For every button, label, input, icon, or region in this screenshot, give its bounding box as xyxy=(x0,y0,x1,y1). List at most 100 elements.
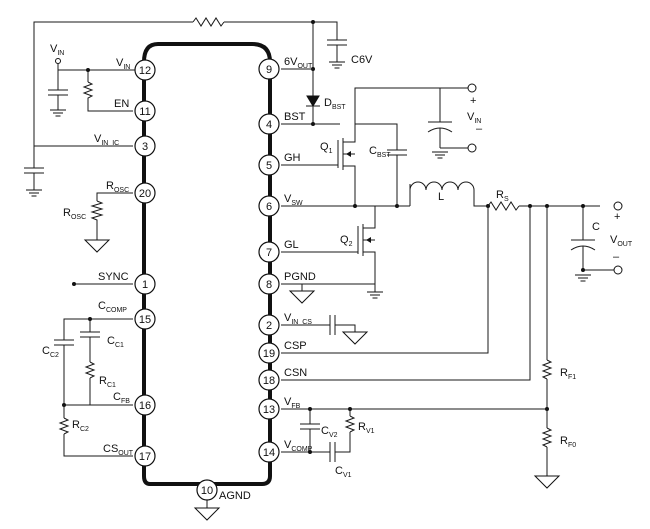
svg-text:15: 15 xyxy=(139,314,151,326)
vin-cs-filter xyxy=(281,315,369,345)
svg-text:VOUT: VOUT xyxy=(610,234,633,248)
switch-node-wiring xyxy=(281,184,411,208)
current-sense-wiring xyxy=(281,206,531,381)
svg-text:11: 11 xyxy=(139,106,150,118)
svg-text:7: 7 xyxy=(266,247,272,259)
svg-text:CCOMP: CCOMP xyxy=(98,300,127,314)
output-capacitor: C xyxy=(570,204,614,282)
rc1-label: RC1 xyxy=(99,375,116,389)
pin-15-ccomp: 15 CCOMP xyxy=(98,300,156,330)
svg-text:VIN: VIN xyxy=(50,43,64,57)
q2-low-side-mosfet: Q2 xyxy=(281,206,376,284)
svg-text:–: – xyxy=(476,123,483,135)
vin-supply-terminal: VIN xyxy=(50,43,64,64)
sync-input-wiring xyxy=(72,282,133,286)
svg-text:12: 12 xyxy=(139,65,151,77)
pin-1-sync: 1 SYNC xyxy=(98,271,156,295)
svg-text:20: 20 xyxy=(139,188,151,200)
agnd-wiring xyxy=(193,500,221,521)
pin-17-csout: 17 CSOUT xyxy=(103,443,156,467)
vin-decoupling-capacitor xyxy=(48,89,68,117)
pin-18-csn: 18 CSN xyxy=(258,367,307,391)
svg-text:C6V: C6V xyxy=(351,54,373,66)
ic-package-outline xyxy=(142,42,272,486)
svg-text:RS: RS xyxy=(496,189,509,203)
svg-text:+: + xyxy=(614,211,620,223)
svg-text:GL: GL xyxy=(284,239,299,251)
rc2-label: RC2 xyxy=(72,419,89,433)
svg-text:Q1: Q1 xyxy=(320,141,333,155)
voltage-compensation-network: CV2 RV1 CV1 xyxy=(281,407,375,479)
bst-net-wiring: CBST xyxy=(281,122,407,206)
rosc-resistor: ROSC xyxy=(63,192,133,253)
pin-4-bst: 4 BST xyxy=(258,111,306,135)
input-capacitor xyxy=(427,88,470,159)
svg-text:3: 3 xyxy=(142,141,148,153)
cc1-label: CC1 xyxy=(107,335,124,349)
svg-text:RF0: RF0 xyxy=(560,435,576,449)
svg-text:5: 5 xyxy=(266,160,272,172)
pgnd-wiring xyxy=(281,283,384,304)
svg-text:RV1: RV1 xyxy=(358,421,375,435)
compensation-network xyxy=(54,317,133,457)
svg-text:19: 19 xyxy=(263,348,275,360)
svg-text:GH: GH xyxy=(284,152,301,164)
svg-text:VIN_IC: VIN_IC xyxy=(94,133,119,147)
svg-text:CFB: CFB xyxy=(113,391,130,405)
vin-net-wiring xyxy=(57,64,133,112)
svg-text:CBST: CBST xyxy=(369,145,391,159)
svg-text:L: L xyxy=(438,191,444,203)
svg-text:+: + xyxy=(470,95,476,107)
pin-5-gh: 5 GH xyxy=(258,152,301,176)
svg-text:18: 18 xyxy=(263,375,275,387)
svg-text:SYNC: SYNC xyxy=(98,271,129,283)
svg-text:–: – xyxy=(613,251,620,263)
pin-12-vin: 12 VIN xyxy=(116,57,156,81)
svg-text:CSOUT: CSOUT xyxy=(103,443,134,457)
svg-text:6VOUT: 6VOUT xyxy=(284,56,313,70)
svg-text:PGND: PGND xyxy=(284,271,316,283)
svg-text:VFB: VFB xyxy=(284,396,301,410)
dbst-diode: DBST xyxy=(306,95,346,124)
pin-19-csp: 19 CSP xyxy=(258,340,307,364)
pin-2-vin-cs: 2 VIN_CS xyxy=(258,312,312,336)
pin-20-rosc: 20 ROSC xyxy=(106,180,156,204)
svg-text:ROSC: ROSC xyxy=(63,207,86,221)
svg-text:10: 10 xyxy=(201,485,213,497)
pin-9-6vout: 9 6VOUT xyxy=(258,56,313,80)
svg-text:RF1: RF1 xyxy=(560,367,576,381)
vin-ic-net-wiring xyxy=(33,17,338,168)
cc2-label: CC2 xyxy=(42,345,59,359)
svg-text:CV2: CV2 xyxy=(321,425,338,439)
svg-text:CV1: CV1 xyxy=(335,465,352,479)
svg-text:6: 6 xyxy=(266,201,272,213)
svg-text:VIN: VIN xyxy=(116,57,130,71)
svg-text:14: 14 xyxy=(263,447,275,459)
pin-11-en: 11 EN xyxy=(114,98,156,122)
svg-text:ROSC: ROSC xyxy=(106,180,129,194)
svg-text:16: 16 xyxy=(139,400,151,412)
pin-10-agnd: 10 AGND xyxy=(196,479,251,502)
feedback-divider: RF1 RF0 xyxy=(281,206,576,489)
svg-text:EN: EN xyxy=(114,98,129,110)
svg-text:2: 2 xyxy=(266,320,272,332)
svg-text:1: 1 xyxy=(142,279,148,291)
svg-text:8: 8 xyxy=(266,279,272,291)
svg-text:4: 4 xyxy=(266,119,272,131)
svg-text:AGND: AGND xyxy=(219,490,251,502)
pin-16-cfb: 16 CFB xyxy=(113,391,156,416)
svg-text:17: 17 xyxy=(139,451,151,463)
svg-text:Q2: Q2 xyxy=(340,234,353,248)
svg-text:BST: BST xyxy=(284,111,306,123)
svg-text:VSW: VSW xyxy=(284,193,303,207)
vin-input-terminals: + – VIN xyxy=(467,83,483,153)
svg-text:CSP: CSP xyxy=(284,340,307,352)
inductor-l: L xyxy=(409,181,488,207)
svg-text:13: 13 xyxy=(263,404,275,416)
svg-text:VIN: VIN xyxy=(467,111,481,125)
svg-text:9: 9 xyxy=(266,64,272,76)
pin-13-vfb: 13 VFB xyxy=(258,396,301,420)
pin-6-vsw: 6 VSW xyxy=(258,193,303,217)
svg-text:C: C xyxy=(592,221,600,233)
en-pullup-resistor xyxy=(82,81,94,100)
